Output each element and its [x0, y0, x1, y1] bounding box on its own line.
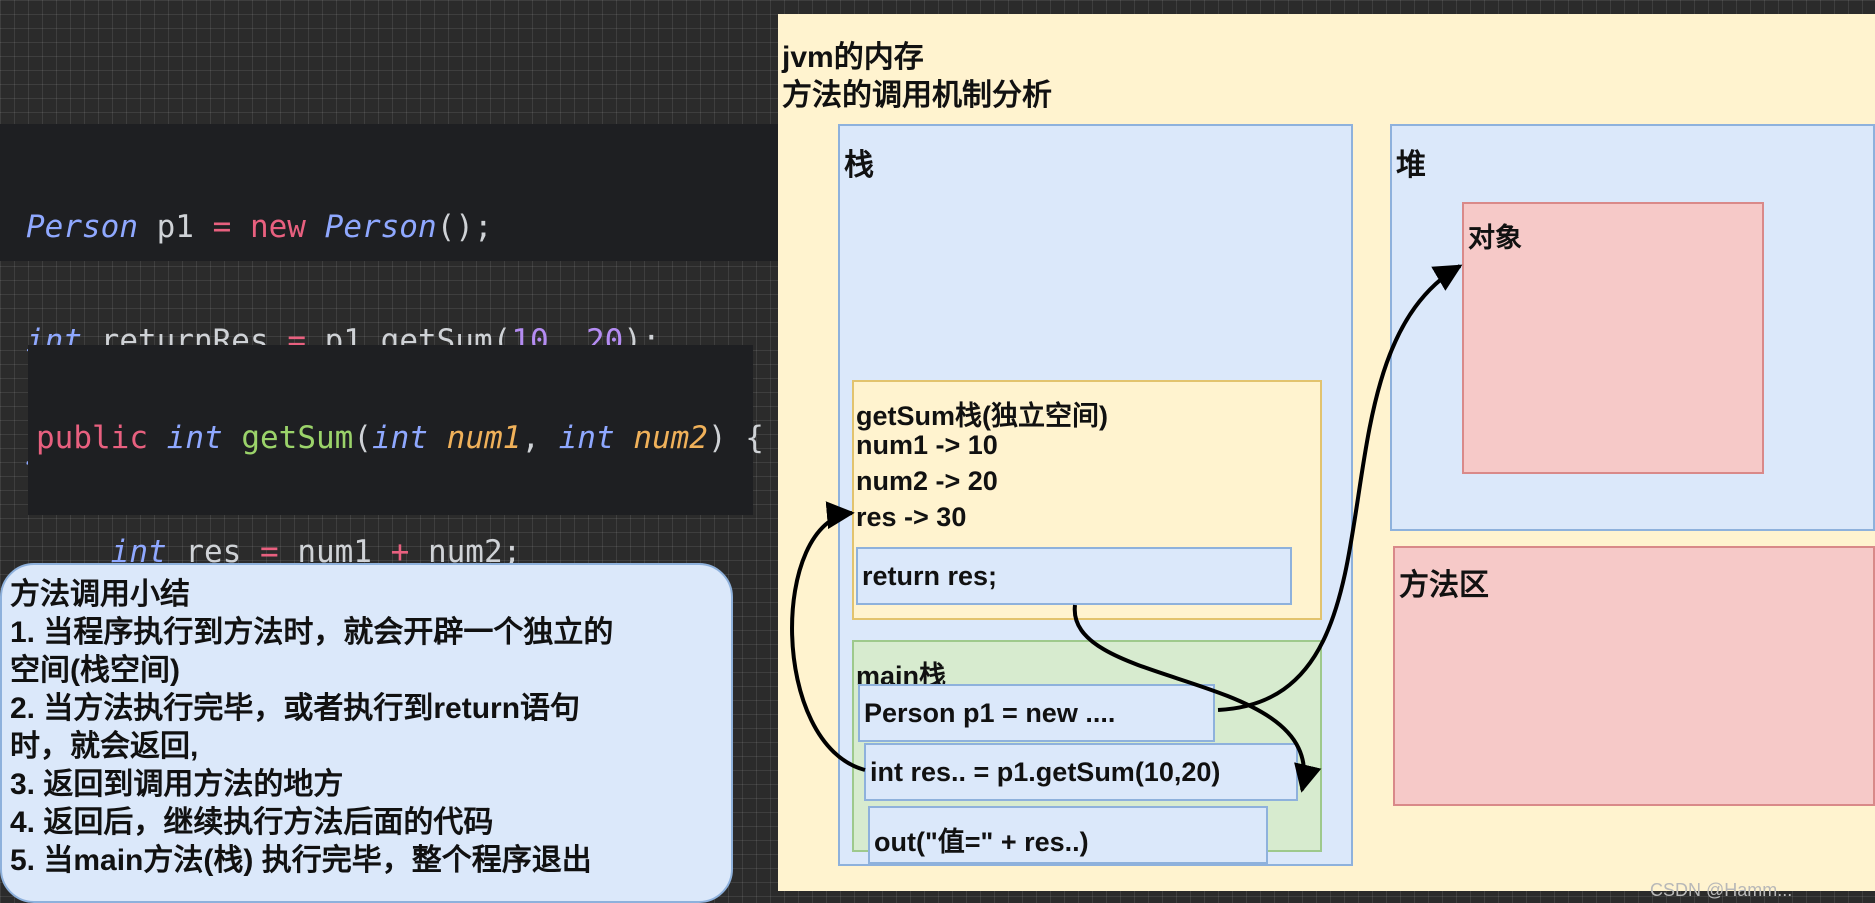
summary-item: 时，就会返回,: [10, 730, 199, 763]
main-statement-text: Person p1 = new ....: [864, 698, 1116, 728]
code-panel-getsum: public int getSum(int num1, int num2) { …: [28, 345, 764, 798]
frame-variable: num1 -> 10: [856, 430, 998, 460]
arrow-new-object-to-heap: [1217, 264, 1463, 712]
main-statement-text: out("值=" + res..): [874, 827, 1089, 857]
summary-item: 4. 返回后，继续执行方法后面的代码: [10, 806, 494, 839]
heap-label: 堆: [1396, 149, 1426, 182]
method-call-summary: 方法调用小结 1. 当程序执行到方法时，就会开辟一个独立的 空间(栈空间) 2.…: [0, 563, 733, 903]
code-token: Person: [26, 209, 138, 245]
getsum-frame-title: getSum栈(独立空间): [856, 401, 1108, 431]
code-token: public: [36, 420, 148, 456]
code-token: =: [212, 209, 232, 245]
frame-variable: res -> 30: [856, 502, 967, 532]
main-statement-box: int res.. = p1.getSum(10,20): [864, 743, 1298, 801]
method-area-region: 方法区: [1393, 546, 1875, 806]
memory-subtitle: 方法的调用机制分析: [782, 79, 1052, 112]
code-token: Person: [324, 209, 437, 245]
summary-item: 3. 返回到调用方法的地方: [10, 768, 344, 801]
object-label: 对象: [1468, 223, 1522, 253]
method-area-label: 方法区: [1399, 569, 1489, 602]
code-token: (: [353, 420, 372, 456]
summary-item: 1. 当程序执行到方法时，就会开辟一个独立的: [10, 616, 614, 649]
code-token: +: [390, 534, 410, 570]
code-token: getSum: [241, 420, 354, 456]
memory-title: jvm的内存: [782, 41, 924, 74]
code-token: p1: [137, 209, 213, 245]
main-statement-text: int res.. = p1.getSum(10,20): [870, 757, 1221, 787]
arrow-call-to-getsum: [790, 501, 866, 772]
heap-object: 对象: [1462, 202, 1764, 474]
code-token: ) {: [707, 420, 764, 456]
frame-variable: num2 -> 20: [856, 466, 998, 496]
code-token: =: [259, 534, 279, 570]
code-token: int: [166, 420, 223, 456]
code-token: num2: [633, 420, 708, 456]
return-statement-text: return res;: [862, 561, 998, 591]
code-token: ,: [521, 420, 559, 456]
main-statement-box: Person p1 = new ....: [858, 684, 1215, 742]
main-statement-box: out("值=" + res..): [868, 806, 1268, 864]
code-token: int: [371, 420, 428, 456]
summary-item: 5. 当main方法(栈) 执行完毕，整个程序退出: [10, 844, 592, 877]
code-token: ();: [436, 209, 493, 245]
stack-label: 栈: [844, 149, 874, 182]
return-statement-box: return res;: [856, 547, 1292, 605]
jvm-memory-panel: jvm的内存 方法的调用机制分析 栈 getSum栈(独立空间) num1 ->…: [778, 14, 1875, 891]
code-token: num1: [446, 420, 522, 456]
code-line: Person p1 = new Person();: [26, 206, 803, 248]
code-token: int: [558, 420, 615, 456]
code-line: public int getSum(int num1, int num2) {: [36, 417, 764, 459]
code-token: new: [249, 209, 306, 245]
summary-title: 方法调用小结: [10, 578, 190, 611]
arrow-return-to-caller: [1072, 604, 1322, 793]
summary-item: 空间(栈空间): [10, 654, 180, 687]
summary-item: 2. 当方法执行完毕，或者执行到return语句: [10, 692, 581, 725]
